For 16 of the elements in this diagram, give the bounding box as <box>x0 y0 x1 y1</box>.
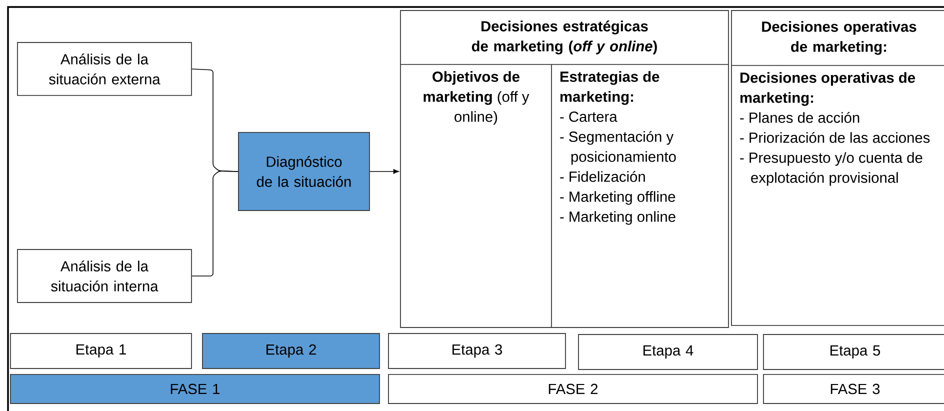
analysis-box: Análisis de la situación externa <box>17 42 192 96</box>
stage-box: Etapa 2 <box>202 333 380 369</box>
arrow <box>370 169 399 174</box>
phase-box: FASE 3 <box>763 374 944 404</box>
header-cell: Decisiones operativas de marketing: <box>731 10 944 66</box>
phase-box: FASE 1 <box>10 374 380 404</box>
diagnosis-box: Diagnóstico de la situación <box>238 132 370 211</box>
brace-connector <box>192 170 238 276</box>
phase-box: FASE 2 <box>388 374 758 404</box>
analysis-box: Análisis de la situación interna <box>17 249 192 303</box>
stage-box: Etapa 3 <box>388 333 566 369</box>
stage-box: Etapa 5 <box>763 334 944 370</box>
stage-box: Etapa 1 <box>10 333 192 369</box>
header-cell: Decisiones estratégicas de marketing (off y online) <box>400 10 729 65</box>
stage-box: Etapa 4 <box>578 334 758 370</box>
column-cell: Decisiones operativas de marketing: - Planes de acción - Priorización de las acciones - Presupuesto y/o cuenta de explotación provisional <box>731 65 944 326</box>
